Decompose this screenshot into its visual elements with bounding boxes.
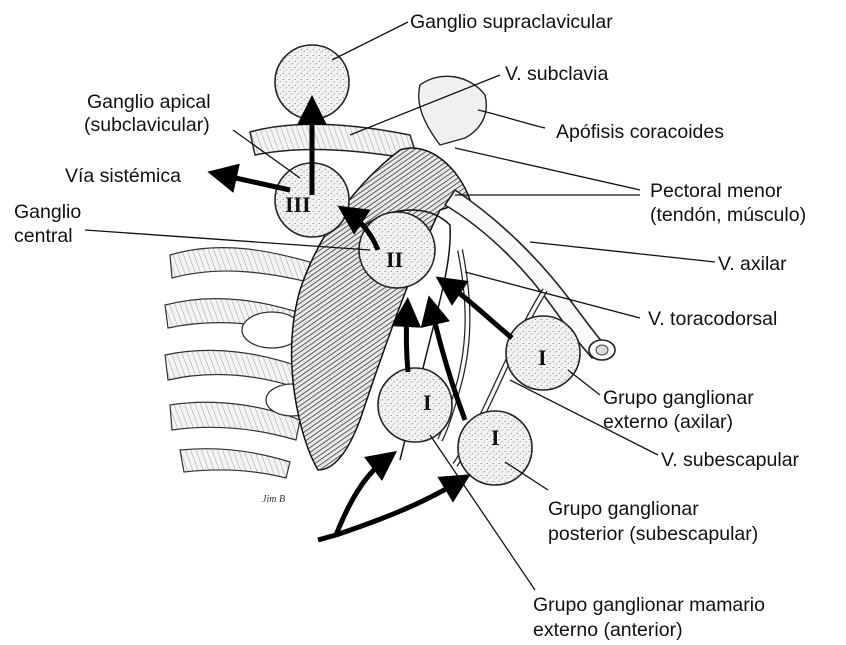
illustrator-signature: Jim B xyxy=(262,494,285,505)
coracoid-drawing xyxy=(419,76,487,145)
leader-v-axilar xyxy=(530,242,715,262)
label-grupo-posterior-line2: posterior (subescapular) xyxy=(548,523,758,545)
arrow-origin xyxy=(318,535,336,540)
arrow-externo-to-central xyxy=(448,285,512,338)
clavicle-drawing xyxy=(250,124,418,160)
label-ganglio-supraclavicular: Ganglio supraclavicular xyxy=(410,11,613,33)
node-mamario-level: I xyxy=(423,390,432,415)
node-mamario xyxy=(378,368,452,442)
leader-supraclavicular xyxy=(332,22,408,60)
labels: Ganglio supraclavicular V. subclavia Gan… xyxy=(14,11,806,641)
node-supraclavicular xyxy=(275,45,349,119)
label-via-sistemica: Vía sistémica xyxy=(65,165,181,187)
arrow-mamario-to-central xyxy=(406,312,408,372)
label-ganglio-central-line1: Ganglio xyxy=(14,201,81,223)
label-apofisis-coracoides: Apófisis coracoides xyxy=(556,121,724,143)
leader-grupo-externo xyxy=(568,370,600,395)
label-ganglio-apical-line2: (subclavicular) xyxy=(84,114,210,136)
node-central-level: II xyxy=(386,247,403,272)
leader-pectoral-menor-tendon xyxy=(455,148,640,190)
label-pectoral-menor-line1: Pectoral menor xyxy=(650,180,783,202)
label-grupo-mamario-line2: externo (anterior) xyxy=(533,619,683,641)
node-posterior-level: I xyxy=(491,425,500,450)
node-externo-level: I xyxy=(538,345,547,370)
arrow-to-posterior xyxy=(336,482,458,535)
label-ganglio-central-line2: central xyxy=(14,225,73,247)
label-pectoral-menor-line2: (tendón, músculo) xyxy=(650,204,806,226)
label-grupo-posterior-line1: Grupo ganglionar xyxy=(548,498,699,520)
label-grupo-mamario-line1: Grupo ganglionar mamario xyxy=(533,594,765,616)
label-v-toracodorsal: V. toracodorsal xyxy=(648,308,777,330)
anatomy-illustration: Jim B xyxy=(165,76,615,505)
label-grupo-externo-line1: Grupo ganglionar xyxy=(603,387,754,409)
label-v-subclavia: V. subclavia xyxy=(505,63,609,85)
node-apical-level: III xyxy=(285,192,311,217)
label-v-axilar: V. axilar xyxy=(718,253,787,275)
arrow-to-mamario xyxy=(336,460,385,535)
label-ganglio-apical-line1: Ganglio apical xyxy=(87,91,211,113)
label-v-subescapular: V. subescapular xyxy=(661,449,800,471)
leader-apofisis-coracoides xyxy=(478,110,545,128)
label-grupo-externo-line2: externo (axilar) xyxy=(603,411,733,433)
